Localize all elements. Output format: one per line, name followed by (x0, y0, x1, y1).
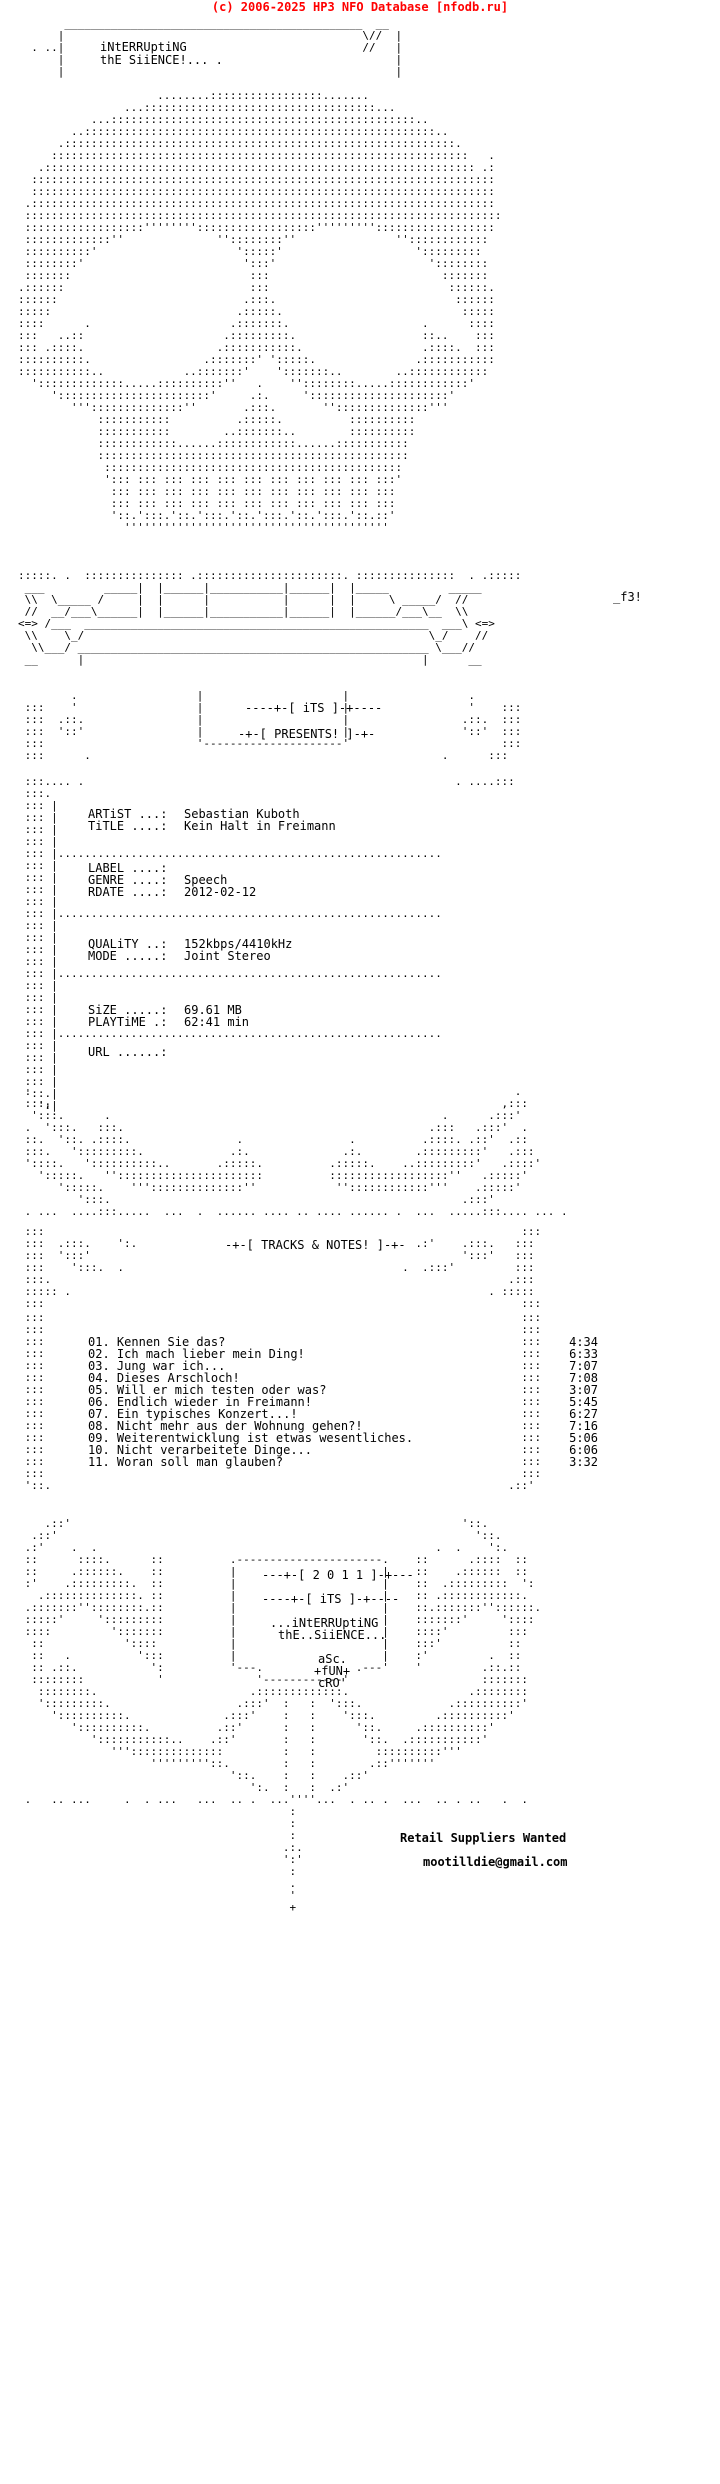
group-name-line2: thE SiiENCE!... . (100, 53, 223, 67)
footer-group-line1: ...iNtERRUptiNG (270, 1616, 379, 1630)
year-line: ---+-[ 2 0 1 1 ]-+--- (262, 1568, 414, 1582)
table-row: 02. Ich mach lieber mein Ding!6:33 (88, 1347, 598, 1361)
table-row: 09. Weiterentwicklung ist etwas wesentli… (88, 1431, 598, 1445)
ascii-header-frame: ________________________________________… (31, 17, 403, 78)
table-row: 06. Endlich wieder in Freimann!5:45 (88, 1395, 598, 1409)
size-value: 69.61 MB (184, 1003, 242, 1017)
ascii-tentacles-mid: . . :::, ,::: ':::. . (24, 1085, 568, 1218)
title-value: Kein Halt in Freimann (184, 819, 336, 833)
table-row: 08. Nicht mehr aus der Wohnung gehen?!7:… (88, 1419, 598, 1433)
rdate-value: 2012-02-12 (184, 885, 257, 899)
presents-label: -+-[ PRESENTS! ]-+- (238, 727, 376, 741)
ascii-info-frame: :::.... . . ....::: :::. ::: | ::: | :::… (24, 775, 515, 1112)
url-row: URL ......: (88, 1045, 168, 1059)
retail-line: Retail Suppliers Wanted (400, 1831, 567, 1845)
playtime-row: PLAYTiME .:62:41 min (88, 1015, 250, 1029)
group-name-line1: iNtERRUptiNG (100, 40, 187, 54)
table-row: 07. Ein typisches Konzert...!6:27 (88, 1407, 598, 1421)
tracks-header: -+-[ TRACKS & NOTES! ]-+- (225, 1238, 406, 1252)
ascii-tracklist-frame: ::: ::: ::: ::: ::: (24, 1311, 542, 1492)
artist-row: ARTiST ...:Sebastian Kuboth (88, 807, 300, 821)
table-row: 01. Kennen Sie das?4:34 (88, 1335, 598, 1349)
genre-row: GENRE ....:Speech (88, 873, 228, 887)
credits-line1: aSc. (318, 1652, 347, 1666)
title-row: TiTLE ....:Kein Halt in Freimann (88, 819, 336, 833)
email-line: mootilldie@gmail.com (423, 1855, 568, 1869)
ascii-tracks-frame: ::: ::: ::: .:::. ':. .:' .:::. ::: ::: … (24, 1225, 542, 1310)
ascii-footer-frame: .::' '::. .::' '::. .:' . . (24, 1517, 542, 1914)
site-banner: (c) 2006-2025 HP3 NFO Database [nfodb.ru… (211, 0, 509, 14)
footer-group-line2: thE..SiiENCE... (278, 1628, 387, 1642)
size-row: SiZE .....:69.61 MB (88, 1003, 242, 1017)
its-label: ----+-[ iTS ]-+---- (245, 701, 383, 715)
table-row: 04. Dieses Arschloch!7:08 (88, 1371, 598, 1385)
label-row: LABEL ....: (88, 861, 168, 875)
tracklist: 01. Kennen Sie das?4:34 02. Ich mach lie… (88, 1336, 598, 1468)
mode-value: Joint Stereo (184, 949, 271, 963)
ascii-presents-frame: . | | . ::: ' | | ' ::: ::: .::. | | (24, 689, 522, 762)
table-row: 10. Nicht verarbeitete Dinge...6:06 (88, 1443, 598, 1457)
footer-its-line: ----+-[ iTS ]-+---- (262, 1592, 400, 1606)
ascii-skull-top: ........:::::::::::::::::....... ...::::… (18, 89, 502, 534)
table-row: 03. Jung war ich...7:07 (88, 1359, 598, 1373)
rdate-row: RDATE ....:2012-02-12 (88, 885, 257, 899)
genre-value: Speech (184, 873, 228, 887)
artist-value: Sebastian Kuboth (184, 807, 300, 821)
table-row: 11. Woran soll man glauben?3:32 (88, 1455, 598, 1469)
quality-value: 152kbps/4410kHz (184, 937, 293, 951)
playtime-value: 62:41 min (184, 1015, 250, 1029)
credits-line3: cRO' (318, 1676, 347, 1690)
ascii-divider-bar: :::::. . ::::::::::::::: .::::::::::::::… (18, 569, 522, 666)
credits-line2: +fUN+ (314, 1664, 351, 1678)
quality-row: QUALiTY ..:152kbps/4410kHz (88, 937, 293, 951)
table-row: 05. Will er mich testen oder was?3:07 (88, 1383, 598, 1397)
mode-row: MODE .....:Joint Stereo (88, 949, 271, 963)
artist-tag: _f3! (613, 590, 642, 604)
